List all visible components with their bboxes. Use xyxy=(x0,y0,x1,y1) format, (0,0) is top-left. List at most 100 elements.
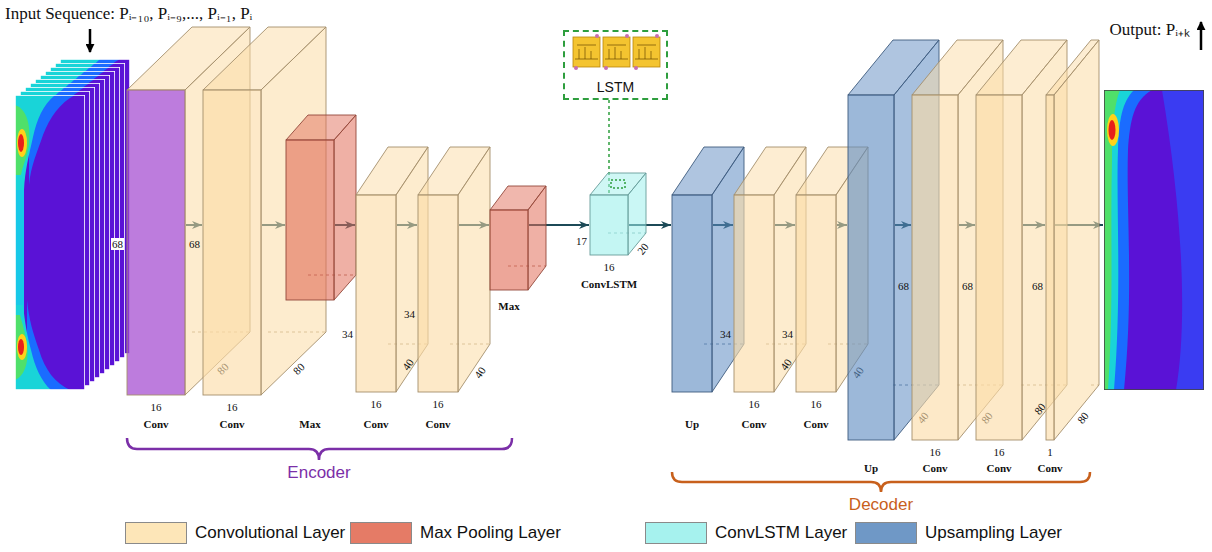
front-face xyxy=(286,140,334,300)
text-holder: 68 xyxy=(1032,276,1043,294)
text-holder: 34 xyxy=(342,324,353,342)
text-holder: 16 xyxy=(227,397,238,415)
dimension-label: 16 xyxy=(930,446,941,459)
text-holder: 16 xyxy=(749,394,760,412)
layer-block xyxy=(418,195,458,392)
text-holder: Max xyxy=(498,296,519,314)
dimension-label: 16 xyxy=(604,261,615,274)
legend-entry: Upsampling Layer xyxy=(855,522,1062,544)
layer-name: Conv xyxy=(922,462,947,475)
sequence-heading: Input Sequence: Pᵢ₋₁₀, Pᵢ₋₉,..., Pᵢ₋₁, P… xyxy=(5,4,252,24)
front-face xyxy=(356,195,396,392)
dimension-label: 68 xyxy=(189,238,200,251)
dimension-label: 16 xyxy=(749,398,760,411)
layer-name: Conv xyxy=(1037,462,1062,475)
dimension-label: 34 xyxy=(342,328,353,341)
max-pooling-layer: Max xyxy=(286,140,334,300)
convlstm-layer: 171620ConvLSTM xyxy=(590,195,628,255)
upsampling-layer: Up xyxy=(672,195,712,392)
label-holder: Decoder xyxy=(849,495,913,515)
text-holder: 68 xyxy=(189,234,200,252)
callout-label: LSTM xyxy=(597,79,634,95)
dimension-label: 16 xyxy=(227,401,238,414)
text-holder: Conv xyxy=(363,414,388,432)
side-face xyxy=(334,115,356,300)
dimension-label: 16 xyxy=(994,446,1005,459)
dimension-label: 68 xyxy=(1032,280,1043,293)
dimension-label: 34 xyxy=(720,328,731,341)
legend-entry: Max Pooling Layer xyxy=(350,522,561,544)
decoder-brace xyxy=(672,472,1090,492)
layer-block xyxy=(848,95,894,440)
sequence-heading: Output: Pᵢ₊ₖ xyxy=(1110,20,1190,40)
front-face xyxy=(734,195,774,392)
text-holder: 16 xyxy=(433,394,444,412)
layer-block xyxy=(796,195,836,392)
text-holder: Input Sequence: Pᵢ₋₁₀, Pᵢ₋₉,..., Pᵢ₋₁, P… xyxy=(5,4,252,24)
front-face xyxy=(912,95,958,440)
legend-swatch xyxy=(350,522,412,544)
layer-block xyxy=(590,195,628,255)
text-holder: Conv xyxy=(741,414,766,432)
front-face xyxy=(490,210,528,290)
front-face xyxy=(127,90,185,395)
dimension-label: 16 xyxy=(811,398,822,411)
layer-block xyxy=(734,195,774,392)
layer-name: Conv xyxy=(425,418,450,431)
text-holder: Conv xyxy=(219,414,244,432)
text-holder: Conv xyxy=(425,414,450,432)
front-face xyxy=(590,195,628,255)
front-face xyxy=(796,195,836,392)
text-holder: Output: Pᵢ₊ₖ xyxy=(1110,20,1190,40)
lstm-cell xyxy=(573,34,600,70)
dimension-label: 34 xyxy=(404,308,415,321)
conv-layer: 68801Conv xyxy=(1046,95,1054,440)
output-arrow xyxy=(1200,22,1203,50)
dimension-label: 34 xyxy=(782,328,793,341)
zoom-marker xyxy=(611,180,625,188)
text-holder: 16 xyxy=(930,442,941,460)
lstm-cell xyxy=(603,34,630,70)
group-label: Decoder xyxy=(849,495,913,515)
conv-layer: 688016Conv xyxy=(912,95,958,440)
text-holder: 16 xyxy=(604,257,615,275)
input-arrow xyxy=(89,29,92,52)
text-holder: 68 xyxy=(898,276,909,294)
layer-block xyxy=(976,95,1022,440)
lstm-callout: LSTM xyxy=(563,30,668,100)
upsampling-layer: 40Up xyxy=(848,95,894,440)
text-holder: 1 xyxy=(1047,442,1053,460)
text-holder: 16 xyxy=(371,394,382,412)
layer-block xyxy=(1046,95,1054,440)
layer-name: Max xyxy=(299,418,320,431)
text-holder: 34 xyxy=(404,304,415,322)
conv-layer: 344016Conv xyxy=(734,195,774,392)
layer-block xyxy=(127,90,185,395)
text-holder: Up xyxy=(864,458,878,476)
front-face xyxy=(418,195,458,392)
output-frame: Output: Pᵢ₊ₖ xyxy=(1104,90,1204,390)
layer-block xyxy=(203,90,261,395)
legend-swatch xyxy=(855,522,917,544)
text-holder: 34 xyxy=(782,324,793,342)
side-face xyxy=(1054,40,1099,440)
layer-block xyxy=(286,140,334,300)
front-face xyxy=(672,195,712,392)
dimension-label: 80 xyxy=(291,361,308,378)
lstm-cells xyxy=(565,32,665,72)
encoder-brace xyxy=(127,438,512,460)
legend-text: ConvLSTM Layer xyxy=(715,523,847,543)
layer-name: Up xyxy=(864,462,878,475)
text-holder: Conv xyxy=(922,458,947,476)
output-image xyxy=(1104,90,1204,390)
text-holder: 16 xyxy=(811,394,822,412)
text-holder: Conv xyxy=(803,414,828,432)
front-face xyxy=(848,95,894,440)
front-face xyxy=(976,95,1022,440)
front-face xyxy=(203,90,261,395)
dimension-label: 68 xyxy=(111,238,124,251)
max-pooling-layer: Max xyxy=(490,210,528,290)
side-face xyxy=(528,186,546,290)
text-holder: Conv xyxy=(1037,458,1062,476)
dimension-label: 16 xyxy=(433,398,444,411)
